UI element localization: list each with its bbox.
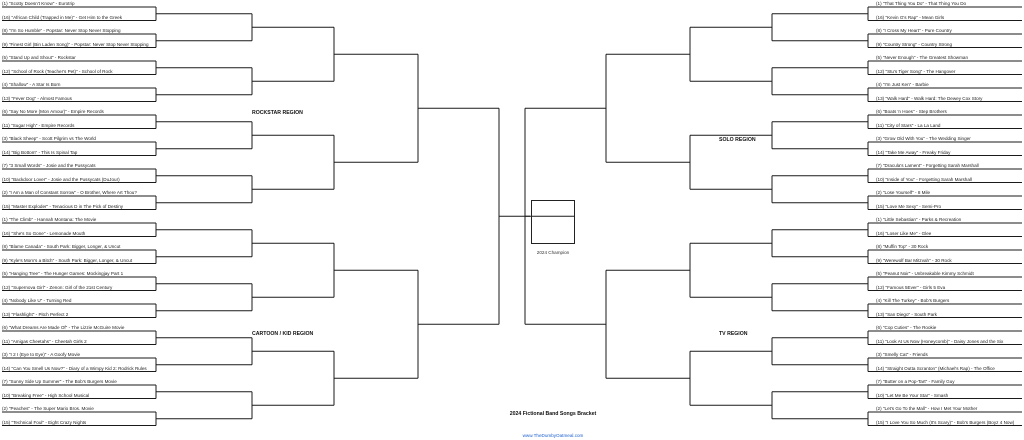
bracket-title: 2024 Fictional Band Songs Bracket (509, 411, 597, 417)
region-cartoon-kid: CARTOON / KID REGION (252, 331, 314, 337)
left-team-26[interactable]: (11) "Amigas Cheetahs" - Cheetah Girls 2 (2, 338, 87, 344)
right-team-18[interactable]: (16) "Loser Like Me" - Glee (876, 230, 932, 236)
left-team-3[interactable]: (8) "I'm So Humble" - Popstar: Never Sto… (2, 28, 121, 33)
right-team-29[interactable]: (7) "Butter on a Pop-Tart" - Family Guy (876, 379, 955, 384)
right-team-4[interactable]: (9) "Country Strong" - Country Strong (876, 41, 953, 47)
right-team-7[interactable]: (4) "I'm Just Ken" - Barbie (876, 82, 929, 87)
left-team-1[interactable]: (1) "Scotty Doesn't Know" - Eurotrip (2, 1, 75, 6)
right-team-9[interactable]: (6) "Boats 'n Hoes" - Step Brothers (876, 109, 947, 114)
right-team-17[interactable]: (1) "Little Sebastian" - Parks & Recreat… (876, 217, 962, 222)
left-team-32[interactable]: (15) "Technical Foul" - Eight Crazy Nigh… (2, 419, 87, 425)
left-team-5[interactable]: (5) "Stand Up and Shout" - Rockstar (2, 55, 76, 60)
left-team-16[interactable]: (15) "Master Exploder" - Tenacious D in … (2, 203, 124, 209)
region-rockstar: ROCKSTAR REGION (252, 110, 303, 116)
right-team-16[interactable]: (15) "Love Me Sexy" - Semi-Pro (876, 203, 942, 209)
right-team-28[interactable]: (14) "Straight Outta Scranton" (Michael'… (876, 365, 995, 371)
website-link[interactable]: www.TheDumbyOatmeal.com (522, 433, 584, 438)
left-team-15[interactable]: (2) "I Am a Man of Constant Sorrow" - O … (2, 190, 137, 195)
left-team-4[interactable]: (9) "Finest Girl (Bin Laden Song)" - Pop… (2, 41, 149, 47)
region-tv: TV REGION (719, 331, 748, 337)
right-team-21[interactable]: (5) "Peanut Noir" - Unbreakable Kimmy Sc… (876, 271, 974, 276)
right-team-15[interactable]: (2) "Lose Yourself" - 8 Mile (876, 190, 931, 195)
left-team-9[interactable]: (6) "Say No More (Mon Amour)" - Empire R… (2, 109, 104, 114)
left-team-17[interactable]: (1) "The Climb" - Hannah Montana: The Mo… (2, 217, 97, 222)
left-team-22[interactable]: (12) "Supernova Girl" - Zenon: Girl of t… (2, 284, 113, 290)
right-team-5[interactable]: (5) "Never Enough" - The Greatest Showma… (876, 55, 969, 60)
right-team-11[interactable]: (3) "Grow Old With You" - The Wedding Si… (876, 136, 971, 141)
left-team-12[interactable]: (14) "Big Bottom" - This Is Spinal Tap (2, 149, 78, 155)
left-team-31[interactable]: (2) "Peaches" - The Super Mario Bros. Mo… (2, 406, 94, 411)
left-team-27[interactable]: (3) "I 2 I (Eye to Eye)" - A Goofy Movie (2, 352, 81, 357)
left-team-28[interactable]: (14) "Can You Smell Us Now?" - Diary of … (2, 365, 147, 371)
right-team-25[interactable]: (6) "Cop Cuties" - The Rookie (876, 325, 937, 330)
right-team-31[interactable]: (2) "Let's Go To the Mall" - How I Met Y… (876, 406, 978, 411)
region-solo: SOLO REGION (719, 137, 756, 143)
left-team-23[interactable]: (4) "Nobody Like U" - Turning Red (2, 298, 72, 303)
right-team-23[interactable]: (4) "Kill The Turkey" - Bob's Burgers (876, 298, 950, 303)
left-team-10[interactable]: (11) "Sugar High" - Empire Records (2, 122, 75, 128)
left-team-7[interactable]: (4) "Shallow" - A Star Is Born (2, 82, 61, 87)
left-team-8[interactable]: (13) "Fever Dog" - Almost Famous (2, 95, 72, 101)
left-team-20[interactable]: (9) "Kyle's Mom's a Bitch" - South Park:… (2, 257, 133, 263)
left-team-14[interactable]: (10) "Backdoor Lover" - Josie and the Pu… (2, 176, 120, 182)
champion-label: 2024 Champion (536, 250, 570, 255)
right-team-3[interactable]: (8) "I Cross My Heart" - Pure Country (876, 28, 952, 33)
left-team-25[interactable]: (6) "What Dreams Are Made Of" - The Lizz… (2, 325, 125, 330)
right-team-2[interactable]: (16) "Kevin G's Rap" - Mean Girls (876, 14, 945, 20)
right-team-12[interactable]: (14) "Take Me Away" - Freaky Friday (876, 149, 951, 155)
right-team-13[interactable]: (7) "Dracula's Lament" - Forgetting Sara… (876, 163, 979, 168)
right-team-1[interactable]: (1) "That Thing You Do" - That Thing You… (876, 1, 967, 6)
right-team-30[interactable]: (10) "Let Me Be Your Star" - Smash (876, 392, 949, 398)
right-team-8[interactable]: (13) "Walk Hard" - Walk Hard: The Dewey … (876, 95, 983, 101)
right-team-22[interactable]: (12) "Famous 5Ever" - Girls 5 Eva (876, 284, 946, 290)
left-team-29[interactable]: (7) "Sunny Side Up Summer" - The Bob's B… (2, 379, 117, 384)
left-team-2[interactable]: (16) "African Child (Trapped in Me)" - G… (2, 14, 123, 20)
left-team-18[interactable]: (16) "She's So Gone" - Lemonade Mouth (2, 230, 86, 236)
left-team-19[interactable]: (8) "Blame Canada" - South Park: Bigger,… (2, 244, 121, 249)
right-team-20[interactable]: (9) "Werewolf Bar Mitzvah" - 30 Rock (876, 257, 952, 263)
left-team-13[interactable]: (7) "3 Small Words" - Josie and the Puss… (2, 163, 96, 168)
left-team-30[interactable]: (10) "Breaking Free" - High School Music… (2, 392, 90, 398)
right-team-6[interactable]: (12) "Stu's Tiger Song" - The Hangover (876, 68, 956, 74)
left-team-21[interactable]: (5) "Hanging Tree" - The Hunger Games: M… (2, 271, 124, 276)
right-team-24[interactable]: (13) "San Diego" - South Park (876, 311, 937, 317)
right-team-14[interactable]: (10) "Inside of You" - Forgetting Sarah … (876, 176, 972, 182)
right-team-26[interactable]: (11) "Look At Us Now (Honeycomb)" - Dais… (876, 338, 1004, 344)
right-team-32[interactable]: (15) "I Love You So Much (It's Scary)" -… (876, 419, 1015, 425)
right-team-27[interactable]: (3) "Smelly Cat" - Friends (876, 352, 928, 357)
champion-box[interactable] (531, 200, 575, 244)
left-team-24[interactable]: (13) "Flashlight" - Pitch Perfect 2 (2, 311, 69, 317)
right-team-19[interactable]: (8) "Muffin Top" - 30 Rock (876, 244, 929, 249)
left-team-11[interactable]: (3) "Black Sheep" - Scott Pilgrim vs The… (2, 136, 96, 141)
left-team-6[interactable]: (12) "School of Rock (Teacher's Pet)" - … (2, 68, 113, 74)
right-team-10[interactable]: (11) "City of Stars" - La La Land (876, 122, 941, 128)
